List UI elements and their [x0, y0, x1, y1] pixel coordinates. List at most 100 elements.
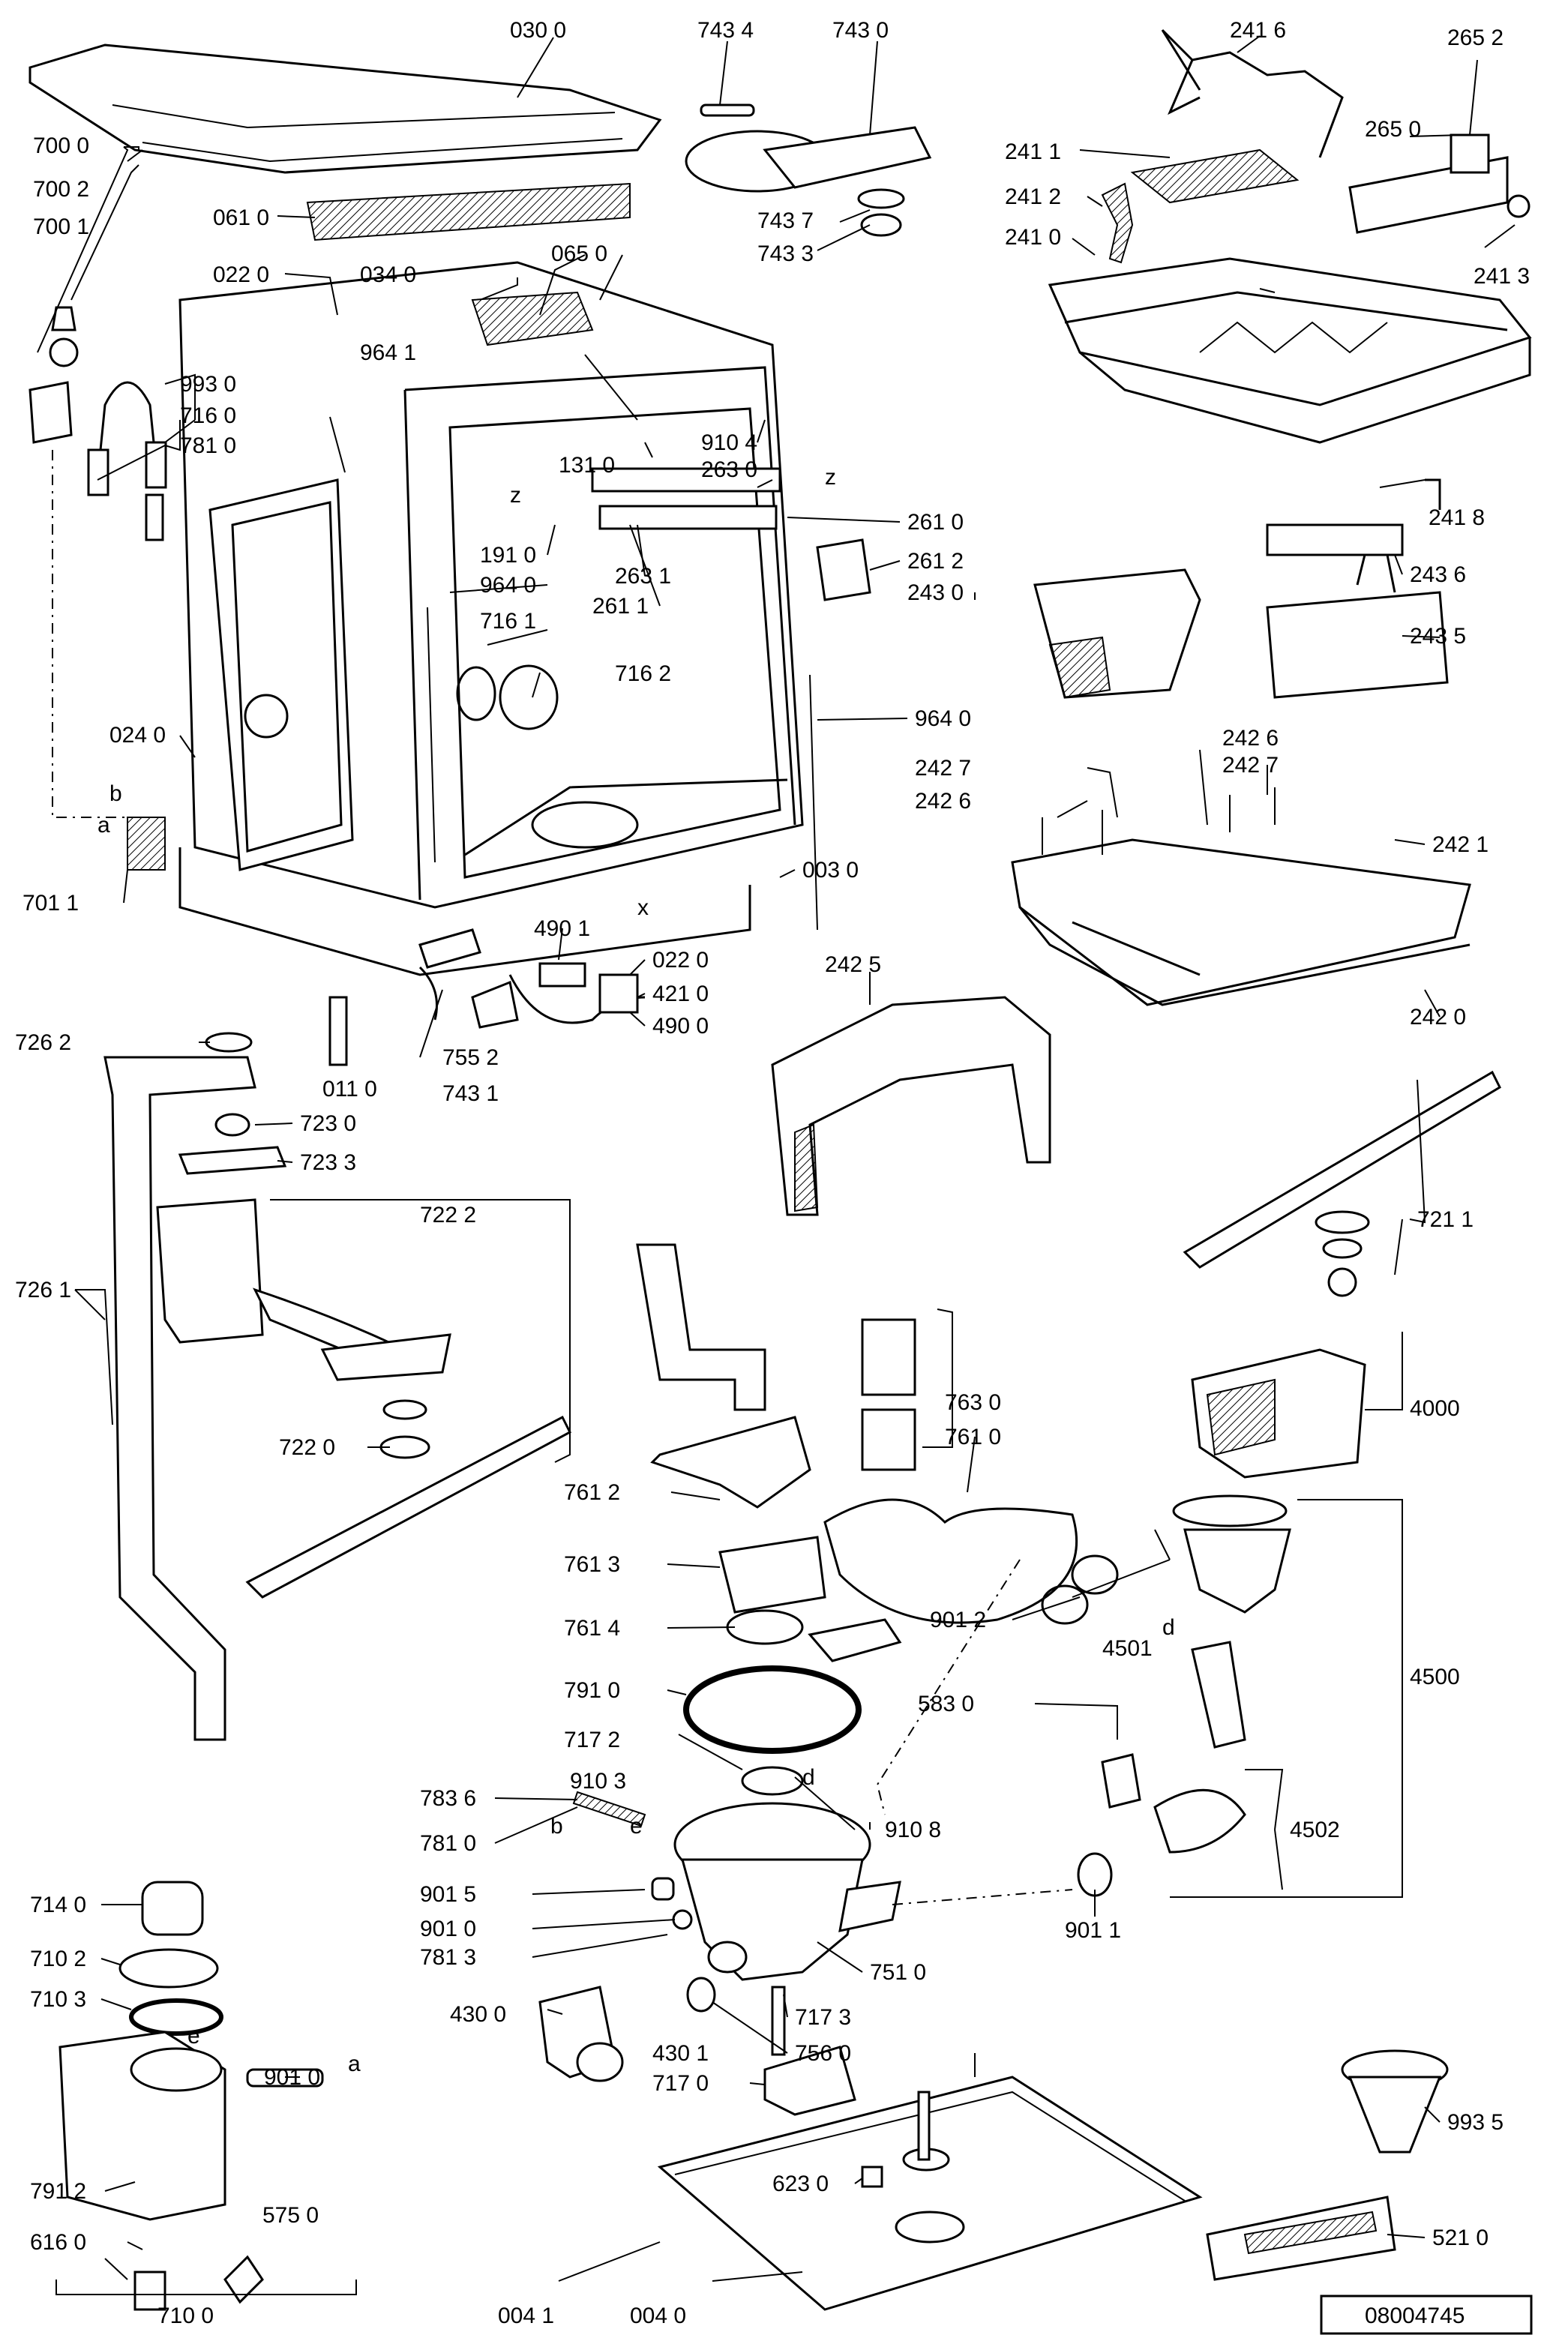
flap-drawing: [808, 1618, 902, 1662]
tub-cabinet-drawing: [178, 261, 871, 976]
drawing-number: 08004745: [1365, 2304, 1465, 2328]
callout-910-3: 910 3: [570, 1769, 626, 1794]
callout-430-0: 430 0: [450, 2002, 506, 2027]
callout-743-1: 743 1: [442, 1081, 499, 1106]
ring-2-drawing: [1077, 1852, 1113, 1897]
callout-421-0: 421 0: [652, 982, 709, 1006]
callout-242-7a: 242 7: [915, 756, 971, 781]
callout-521-0: 521 0: [1432, 2226, 1489, 2250]
funnel-drawing: [1341, 2049, 1449, 2154]
rack-wire-drawing: [1161, 28, 1344, 158]
clip-drawing: [1101, 182, 1134, 264]
callout-901-1: 901 1: [1065, 1918, 1121, 1943]
callout-623-0: 623 0: [772, 2172, 829, 2196]
callout-700-2: 700 2: [33, 177, 89, 202]
callout-791-0: 791 0: [564, 1678, 620, 1703]
connector-e-2: e: [187, 2024, 200, 2049]
callout-910-4: 910 4: [701, 430, 757, 455]
callout-004-0: 004 0: [630, 2304, 686, 2328]
heater-drawing: [763, 2046, 856, 2116]
duct-parts-drawing: [418, 928, 481, 1021]
foot-drawing: [328, 996, 348, 1066]
callout-901-0b: 901 0: [264, 2065, 320, 2090]
callout-722-0: 722 0: [279, 1435, 335, 1460]
manifold-drawing: [156, 1198, 264, 1344]
sump-ring-drawing: [683, 1665, 862, 1754]
callout-723-0: 723 0: [300, 1111, 356, 1136]
callout-721-1: 721 1: [1417, 1207, 1474, 1232]
callout-131-0: 131 0: [559, 453, 615, 478]
ring-drawing: [672, 1909, 693, 1930]
callout-616-0: 616 0: [30, 2230, 86, 2255]
callout-755-2: 755 2: [442, 1045, 499, 1070]
callout-756-0: 756 0: [795, 2041, 851, 2066]
callout-241-3: 241 3: [1474, 264, 1530, 289]
callout-761-2: 761 2: [564, 1480, 620, 1505]
callout-263-1: 263 1: [615, 564, 671, 589]
callout-004-1: 004 1: [498, 2304, 554, 2328]
callout-761-3: 761 3: [564, 1552, 620, 1577]
sump-cover-drawing: [636, 1243, 811, 1509]
callout-791-2: 791 2: [30, 2179, 86, 2204]
cutlery-basket-2-drawing: [1266, 591, 1449, 699]
callout-242-1: 242 1: [1432, 832, 1489, 857]
callout-743-4: 743 4: [697, 18, 754, 43]
lower-basket-drawing: [1011, 787, 1471, 1006]
callout-labels: 030 0 743 4 743 0 241 6 265 2 700 0 700 …: [15, 18, 1530, 2328]
rack-support-drawing: [771, 996, 1051, 1216]
callout-575-0: 575 0: [262, 2203, 319, 2228]
callout-743-0: 743 0: [832, 18, 889, 43]
filter-drawing: [861, 1318, 916, 1471]
callout-242-0: 242 0: [1410, 1005, 1466, 1030]
callout-993-5: 993 5: [1447, 2110, 1504, 2135]
callout-781-0a: 781 0: [180, 433, 236, 458]
basket-hatch: [1048, 636, 1111, 699]
callout-261-0: 261 0: [907, 510, 964, 535]
drawing-number-box: 08004745: [1320, 2295, 1533, 2335]
callout-716-0: 716 0: [180, 403, 236, 428]
connector-e-1: e: [630, 1814, 643, 1839]
callout-700-0: 700 0: [33, 133, 89, 158]
supply-duct-drawing: [103, 1032, 256, 1741]
filter-holder-drawing: [718, 1536, 826, 1614]
callout-710-2: 710 2: [30, 1947, 86, 1971]
callout-242-5: 242 5: [825, 952, 881, 977]
callout-061-0: 061 0: [213, 205, 269, 230]
callout-700-1: 700 1: [33, 214, 89, 239]
callout-011-0: 011 0: [322, 1077, 377, 1102]
callout-743-3: 743 3: [757, 241, 814, 266]
flap-valve-drawing: [741, 1766, 804, 1796]
callout-490-0: 490 0: [652, 1014, 709, 1039]
leader-lines: [37, 35, 1516, 2295]
connector-b-2: b: [550, 1814, 563, 1839]
basket-lid-drawing: [1266, 523, 1404, 556]
callout-024-0: 024 0: [109, 723, 166, 748]
connector-x: x: [637, 895, 649, 920]
callout-263-0: 263 0: [701, 457, 757, 482]
base-pan-drawing: [657, 2076, 1203, 2311]
callout-4500: 4500: [1410, 1665, 1460, 1689]
support-leg: [794, 1123, 819, 1212]
callout-241-2: 241 2: [1005, 184, 1061, 209]
seal-drawing: [726, 1609, 804, 1645]
callout-761-0: 761 0: [945, 1425, 1001, 1449]
callout-964-0b: 964 0: [915, 706, 971, 731]
pump-assembly-drawing: [1041, 1494, 1291, 1854]
callout-701-1: 701 1: [22, 891, 79, 916]
callout-901-5: 901 5: [420, 1882, 476, 1907]
basket-handle: [1356, 553, 1396, 593]
insulation-strip-drawing: [306, 182, 631, 241]
connector-a-1: a: [97, 813, 110, 838]
callout-716-1: 716 1: [480, 609, 536, 634]
callout-722-2: 722 2: [420, 1203, 476, 1227]
callout-710-3: 710 3: [30, 1987, 86, 2012]
callout-781-3: 781 3: [420, 1945, 476, 1970]
callout-022-0a: 022 0: [213, 262, 269, 287]
callout-490-1: 490 1: [534, 916, 590, 941]
callout-265-0: 265 0: [1365, 117, 1421, 142]
callout-022-0b: 022 0: [652, 948, 709, 973]
nut-drawing: [214, 1113, 250, 1137]
callout-242-6b: 242 6: [915, 789, 971, 814]
callout-242-6a: 242 6: [1222, 726, 1279, 751]
callout-901-2: 901 2: [930, 1608, 986, 1632]
